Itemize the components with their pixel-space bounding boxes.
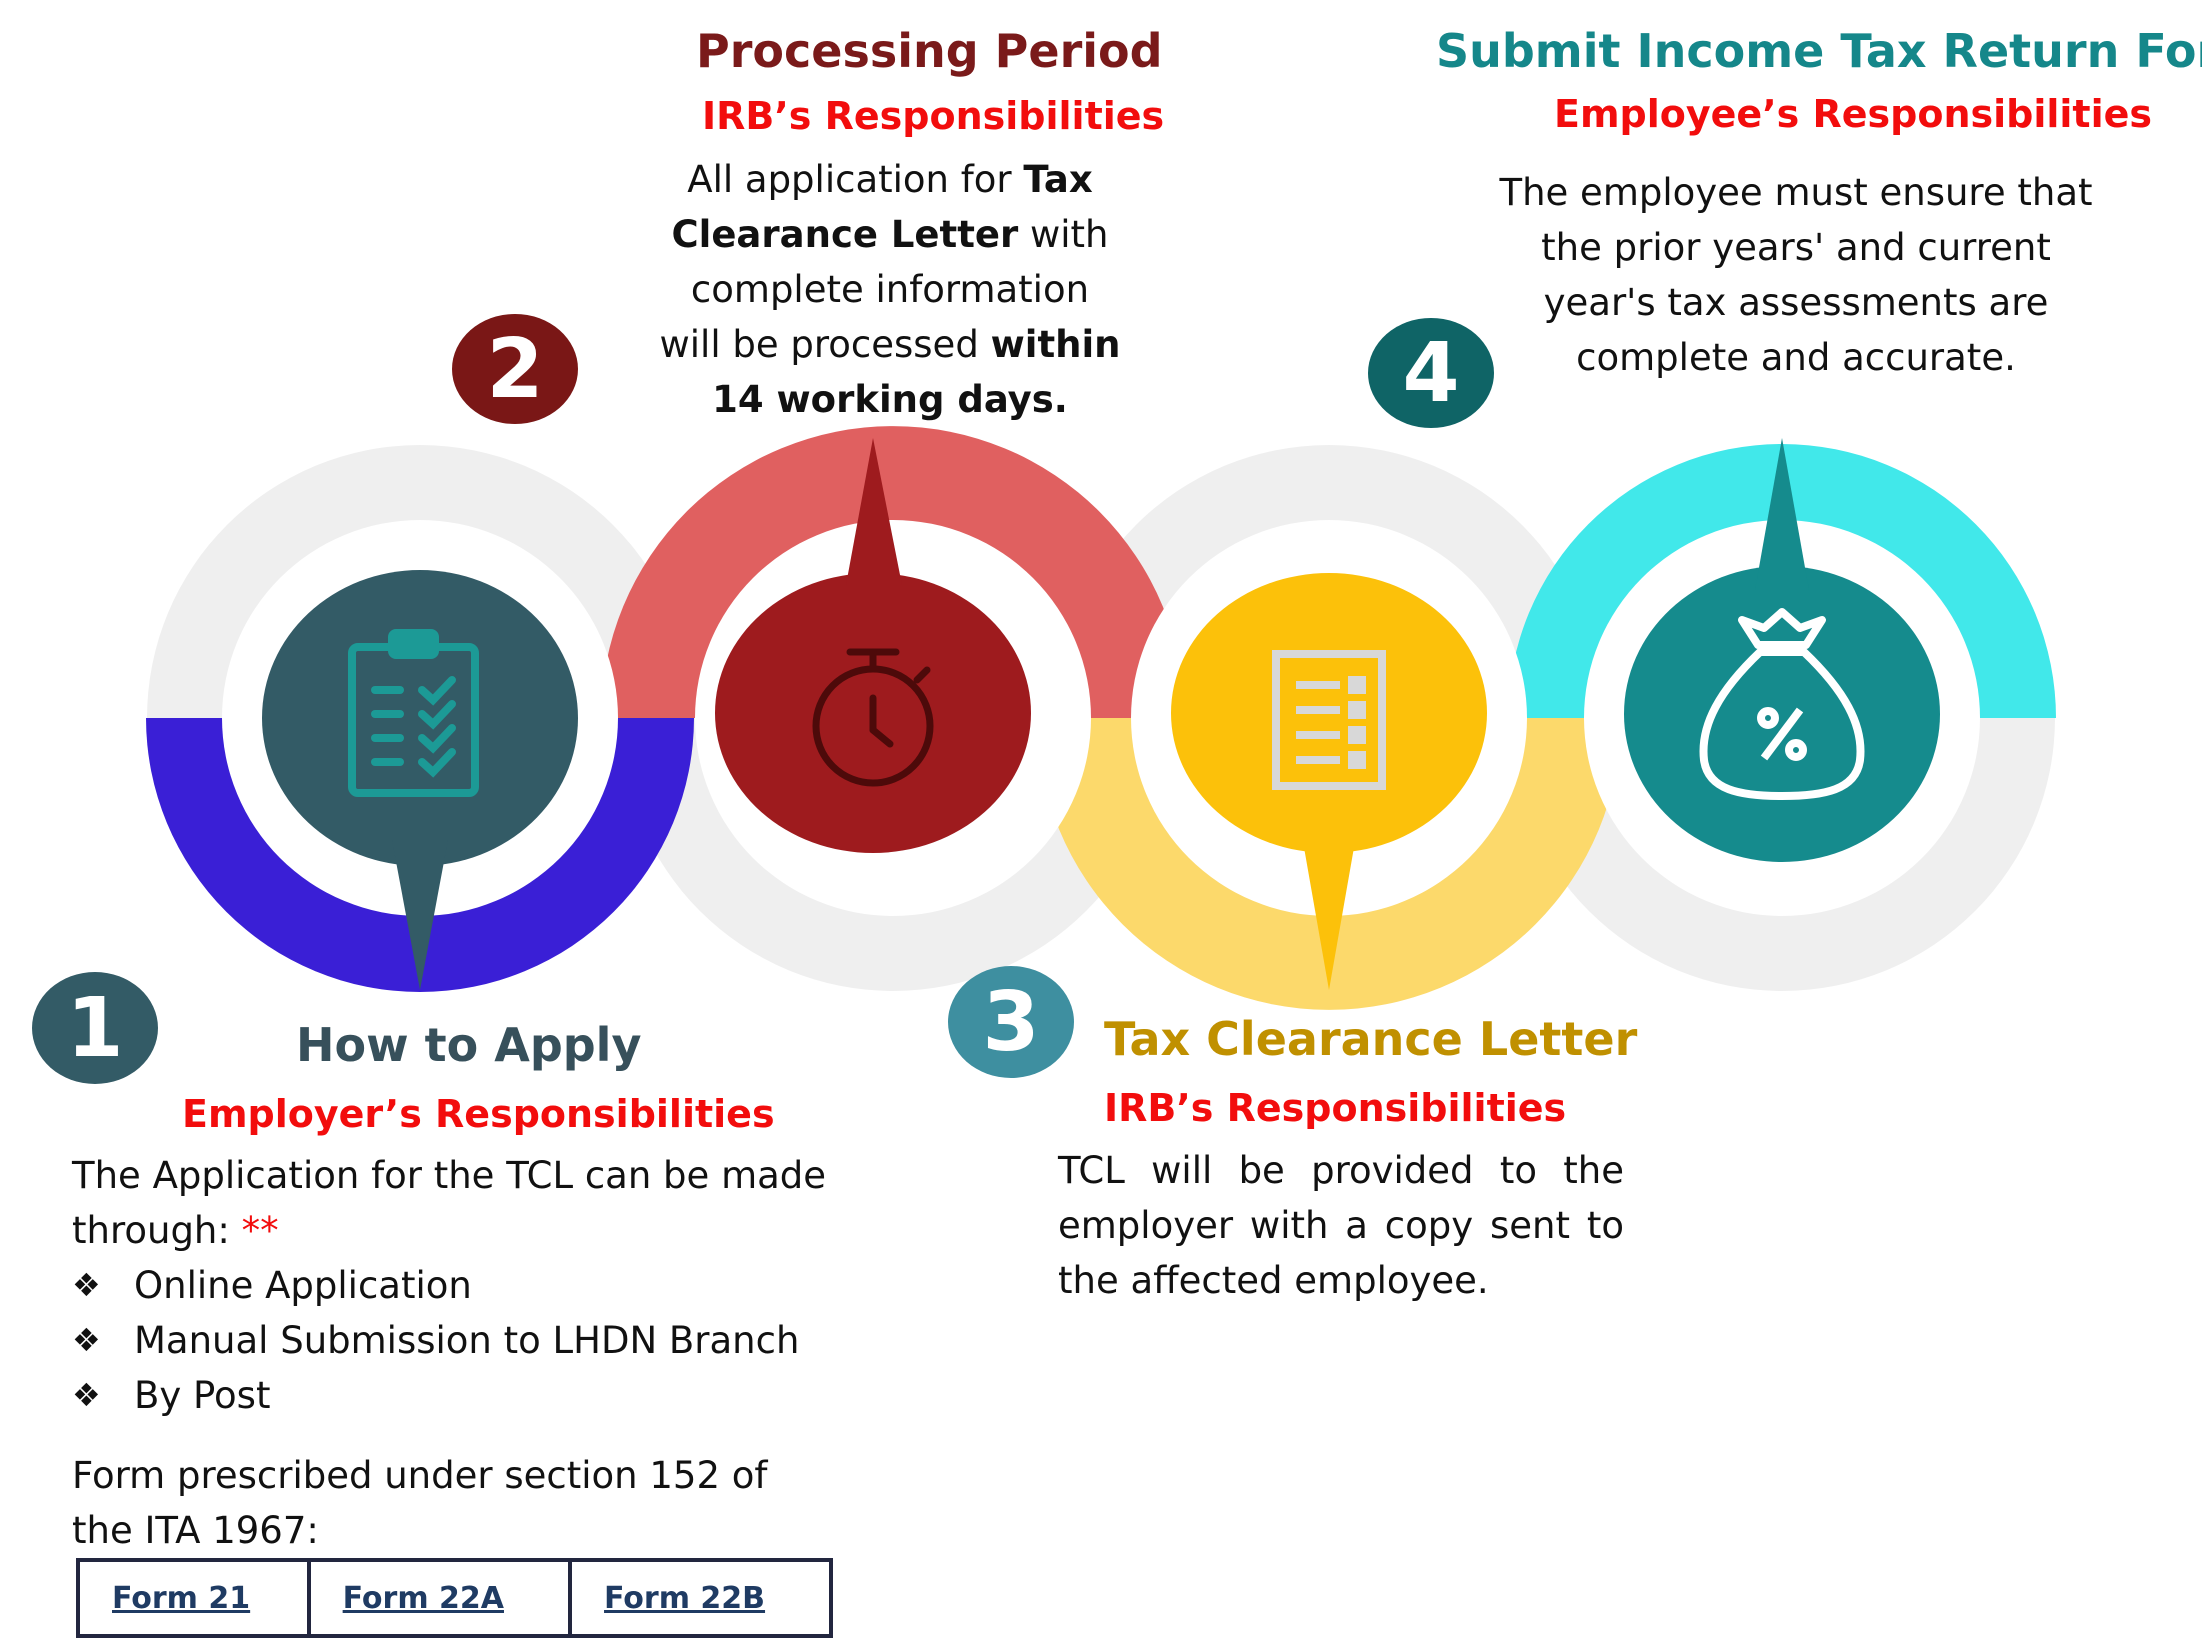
diamond-bullet-icon: ❖ xyxy=(72,1321,101,1359)
form-22b-link[interactable]: Form 22B xyxy=(568,1558,833,1638)
step1-intro-line: The Application for the TCL can be made xyxy=(72,1154,827,1197)
step2-text-bold: Clearance Letter xyxy=(671,213,1019,256)
step1-title: How to Apply xyxy=(296,1018,642,1072)
clipboard-checklist-icon xyxy=(348,629,479,797)
step2-text-part: All application for xyxy=(687,158,1024,201)
step4-description: The employee must ensure that the prior … xyxy=(1499,171,2093,379)
document-list-icon xyxy=(1272,650,1386,790)
step3-responsibility: IRB’s Responsibilities xyxy=(1104,1086,1567,1130)
form-22a-link[interactable]: Form 22A xyxy=(306,1558,573,1638)
step2-text-part: complete information xyxy=(690,268,1090,311)
step2-responsibility: IRB’s Responsibilities xyxy=(702,94,1165,138)
step2-text-part: with xyxy=(1018,213,1109,256)
step1-bullet-item: ❖Online Application xyxy=(72,1258,862,1313)
step2-text-bold: 14 working days. xyxy=(712,378,1068,421)
step1-intro-line: through: ** xyxy=(72,1209,279,1252)
diamond-bullet-icon: ❖ xyxy=(72,1266,101,1304)
stopwatch-icon xyxy=(812,648,934,787)
form-21-link[interactable]: Form 21 xyxy=(76,1558,311,1638)
step3-number-badge: 3 xyxy=(948,966,1074,1078)
diamond-bullet-icon: ❖ xyxy=(72,1376,101,1414)
step1-intro-marker: ** xyxy=(241,1209,279,1252)
step4-number-badge: 4 xyxy=(1368,318,1494,428)
step4-responsibility: Employee’s Responsibilities xyxy=(1554,92,2152,136)
step1-bubble xyxy=(262,570,578,990)
forms-table-row: Form 21 Form 22A Form 22B xyxy=(76,1558,833,1638)
step3-title: Tax Clearance Letter xyxy=(1104,1012,1638,1066)
money-bag-percent-icon xyxy=(1699,608,1865,800)
step2-text-bold: within xyxy=(990,323,1121,366)
step1-bullet-item: ❖Manual Submission to LHDN Branch xyxy=(72,1313,862,1368)
step3-description: TCL will be provided to the employer wit… xyxy=(1058,1149,1624,1302)
step2-number-badge: 2 xyxy=(452,314,578,424)
step2-title: Processing Period xyxy=(696,24,1163,78)
forms-table: Form 21 Form 22A Form 22B xyxy=(76,1558,833,1638)
step1-description: The Application for the TCL can be made … xyxy=(72,1148,862,1423)
step4-title: Submit Income Tax Return Form xyxy=(1436,24,2202,78)
step4-bubble xyxy=(1624,438,1940,862)
step2-description: All application for Tax Clearance Letter… xyxy=(640,152,1140,427)
step1-number-badge: 1 xyxy=(32,972,158,1084)
step1-form-note: Form prescribed under section 152 of the… xyxy=(72,1454,768,1552)
step1-bullet-item: ❖By Post xyxy=(72,1368,862,1423)
step1-responsibility: Employer’s Responsibilities xyxy=(182,1092,775,1136)
step2-text-part: will be processed xyxy=(659,323,991,366)
step2-text-bold: Tax xyxy=(1023,158,1093,201)
